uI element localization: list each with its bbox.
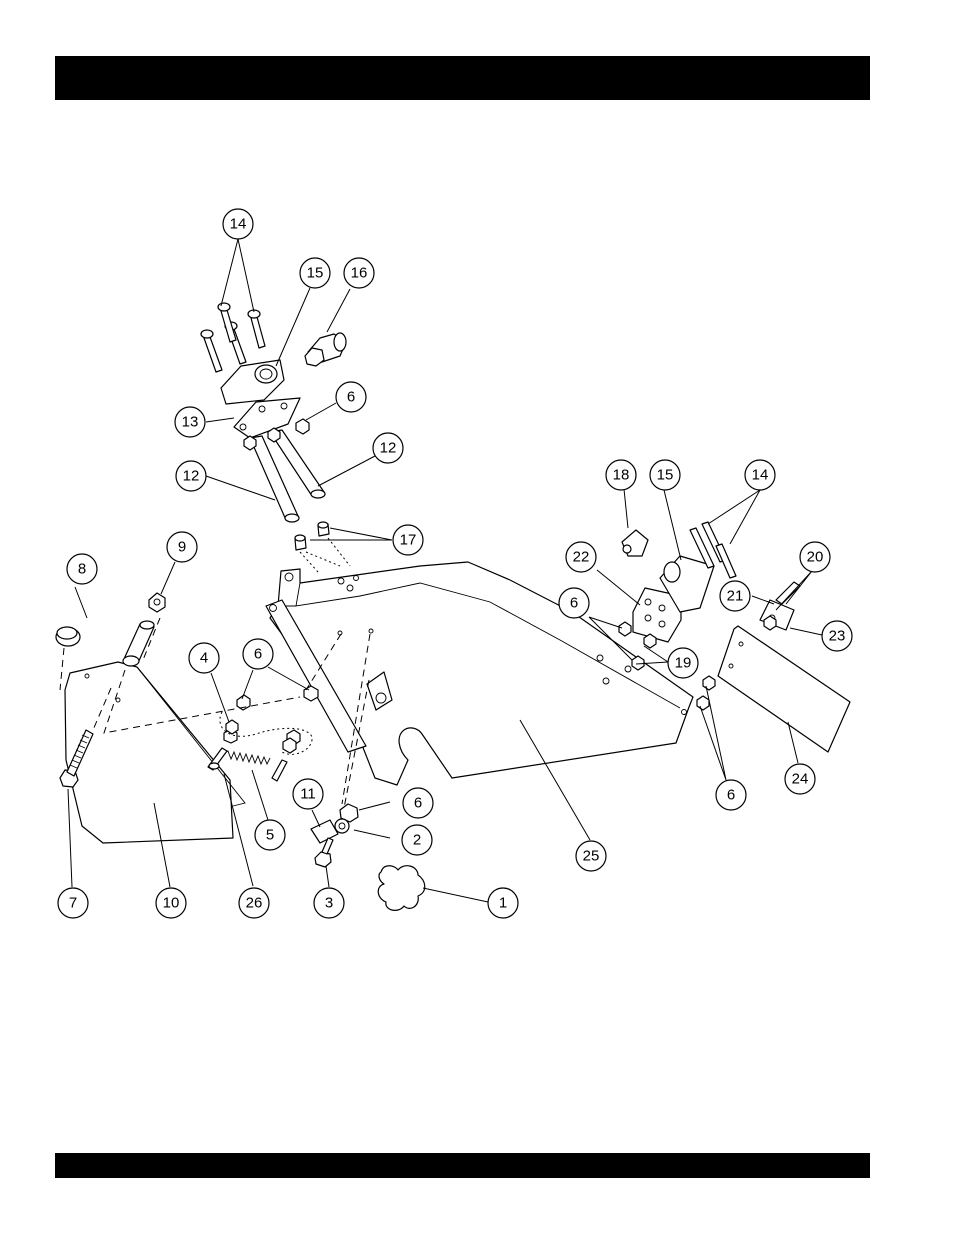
callout-18: 18 [606, 460, 636, 490]
svg-text:24: 24 [792, 771, 809, 788]
callout-16: 16 [344, 258, 374, 288]
svg-text:21: 21 [727, 588, 744, 605]
clamp-hardware [311, 804, 358, 867]
callout-6: 6 [403, 788, 433, 818]
svg-text:6: 6 [727, 787, 735, 804]
svg-text:20: 20 [807, 549, 824, 566]
svg-text:12: 12 [380, 440, 397, 457]
svg-text:6: 6 [347, 389, 355, 406]
svg-text:7: 7 [69, 895, 77, 912]
svg-text:15: 15 [657, 467, 674, 484]
svg-text:14: 14 [230, 216, 247, 233]
callout-15: 15 [300, 258, 330, 288]
column-assembly [201, 303, 350, 572]
callout-12: 12 [176, 461, 206, 491]
knob [56, 627, 80, 646]
svg-text:13: 13 [182, 414, 199, 431]
roller-tube [123, 593, 165, 666]
callout-1: 1 [488, 888, 518, 918]
callout-6: 6 [336, 382, 366, 412]
svg-text:19: 19 [675, 655, 692, 672]
callout-6: 6 [243, 639, 273, 669]
svg-text:16: 16 [351, 265, 368, 282]
callout-20: 20 [800, 542, 830, 572]
svg-text:2: 2 [413, 832, 421, 849]
callout-7: 7 [58, 888, 88, 918]
svg-text:26: 26 [246, 895, 263, 912]
callout-15: 15 [650, 460, 680, 490]
svg-text:23: 23 [829, 628, 846, 645]
callout-2: 2 [402, 825, 432, 855]
callout-11: 11 [293, 779, 323, 809]
svg-text:6: 6 [414, 795, 422, 812]
callout-17: 17 [393, 525, 423, 555]
callout-5: 5 [255, 820, 285, 850]
svg-text:17: 17 [400, 532, 417, 549]
callout-8: 8 [67, 554, 97, 584]
svg-text:8: 8 [78, 561, 86, 578]
svg-text:10: 10 [163, 895, 180, 912]
svg-text:6: 6 [254, 646, 262, 663]
svg-text:25: 25 [583, 848, 600, 865]
callout-22: 22 [566, 542, 596, 572]
svg-text:11: 11 [300, 786, 316, 803]
callout-24: 24 [785, 764, 815, 794]
svg-text:15: 15 [307, 265, 324, 282]
svg-text:5: 5 [266, 827, 274, 844]
callout-14: 14 [223, 209, 253, 239]
callout-4: 4 [189, 643, 219, 673]
svg-text:18: 18 [613, 467, 630, 484]
svg-text:6: 6 [570, 595, 578, 612]
svg-text:14: 14 [752, 467, 769, 484]
svg-text:12: 12 [183, 468, 200, 485]
callout-10: 10 [156, 888, 186, 918]
callout-13: 13 [175, 407, 205, 437]
svg-text:1: 1 [499, 895, 507, 912]
callout-23: 23 [822, 621, 852, 651]
callout-21: 21 [720, 581, 750, 611]
callout-9: 9 [167, 532, 197, 562]
callout-25: 25 [576, 841, 606, 871]
frame-plate [270, 562, 693, 785]
callout-14: 14 [745, 460, 775, 490]
callout-12: 12 [373, 433, 403, 463]
callout-26: 26 [239, 888, 269, 918]
svg-text:3: 3 [325, 895, 333, 912]
callout-6: 6 [559, 588, 589, 618]
callout-3: 3 [314, 888, 344, 918]
callout-19: 19 [668, 648, 698, 678]
callout-6: 6 [716, 780, 746, 810]
svg-text:4: 4 [200, 650, 208, 667]
svg-text:9: 9 [178, 539, 186, 556]
svg-text:22: 22 [573, 549, 590, 566]
spring-linkage [208, 686, 318, 781]
handle-knob [378, 866, 425, 911]
